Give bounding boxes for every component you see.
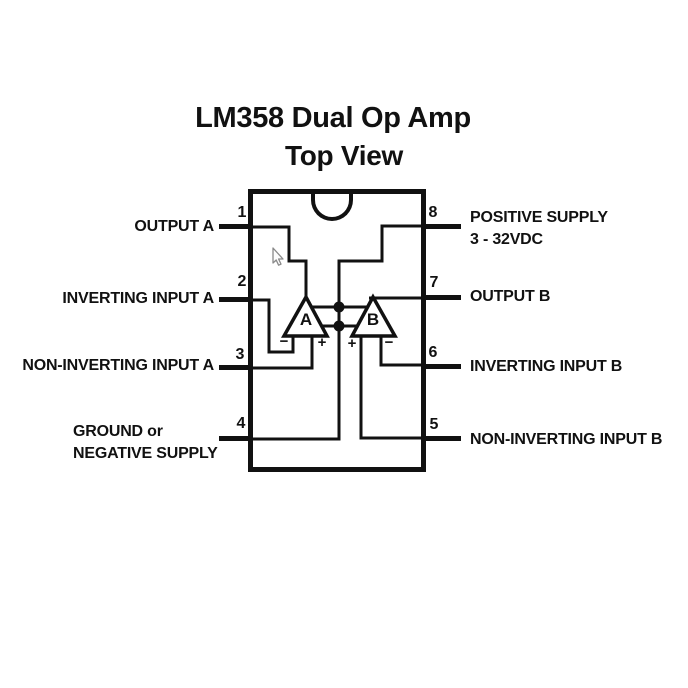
- pin-5-label: NON-INVERTING INPUT B: [470, 431, 663, 448]
- pin-8-label-line2: 3 - 32VDC: [470, 231, 543, 248]
- wire-pin8-supply-rail: [252, 224, 421, 441]
- junction-dot-top: [333, 301, 345, 313]
- mouse-cursor-icon: [272, 247, 284, 266]
- pin-4-label-line2: NEGATIVE SUPPLY: [73, 445, 218, 462]
- opamp-b-noninverting-sign: +: [347, 335, 357, 352]
- pin-7-label: OUTPUT B: [470, 288, 551, 305]
- page-subtitle: Top View: [285, 140, 403, 171]
- opamp-a-label: A: [299, 310, 313, 329]
- pin-7-lead: [422, 295, 461, 300]
- pin-1-lead: [219, 224, 251, 229]
- opamp-a-inverting-sign: −: [279, 333, 289, 350]
- wire-pin3-to-opamp-a-noninverting: [252, 335, 314, 370]
- ic-package: [248, 189, 426, 472]
- ic-orientation-notch: [311, 193, 353, 221]
- pin-5-lead: [422, 436, 461, 441]
- pin-3-label: NON-INVERTING INPUT A: [22, 357, 214, 374]
- wire-pin2-to-opamp-a-inverting: [252, 298, 295, 354]
- pin-1-number: 1: [237, 204, 247, 221]
- opamp-b-inverting-sign: −: [384, 334, 394, 351]
- pin-2-lead: [219, 297, 251, 302]
- pin-4-label-line1: GROUND or: [73, 423, 163, 440]
- opamp-a-triangle: [281, 293, 330, 338]
- opamp-b-label: B: [366, 310, 380, 329]
- pin-5-number: 5: [429, 416, 439, 433]
- wire-pin6-to-opamp-b-inverting: [379, 335, 421, 367]
- pin-8-lead: [422, 224, 461, 229]
- pin-7-number: 7: [429, 274, 439, 291]
- pin-8-number: 8: [428, 204, 438, 221]
- pin-2-number: 2: [237, 273, 247, 290]
- junction-dot-bottom: [333, 320, 345, 332]
- opamp-b-triangle: [349, 293, 398, 338]
- pin-4-number: 4: [236, 415, 246, 432]
- pin-3-lead: [219, 365, 251, 370]
- pin-8-label-line1: POSITIVE SUPPLY: [470, 209, 608, 226]
- wire-pin5-to-opamp-b-noninverting: [359, 335, 421, 440]
- opamp-a-noninverting-sign: +: [317, 334, 327, 351]
- pin-2-label: INVERTING INPUT A: [62, 290, 214, 307]
- pin-6-lead: [422, 364, 461, 369]
- page-title: LM358 Dual Op Amp: [195, 102, 471, 134]
- pin-6-label: INVERTING INPUT B: [470, 358, 623, 375]
- pin-8-label: POSITIVE SUPPLY 3 - 32VDC: [470, 207, 608, 251]
- pin-1-label: OUTPUT A: [134, 218, 214, 235]
- pin-4-label: GROUND or NEGATIVE SUPPLY: [73, 421, 218, 465]
- pin-6-number: 6: [428, 344, 438, 361]
- pin-3-number: 3: [235, 346, 245, 363]
- wire-pin1-to-opamp-a-output: [252, 225, 308, 299]
- pin-4-lead: [219, 436, 251, 441]
